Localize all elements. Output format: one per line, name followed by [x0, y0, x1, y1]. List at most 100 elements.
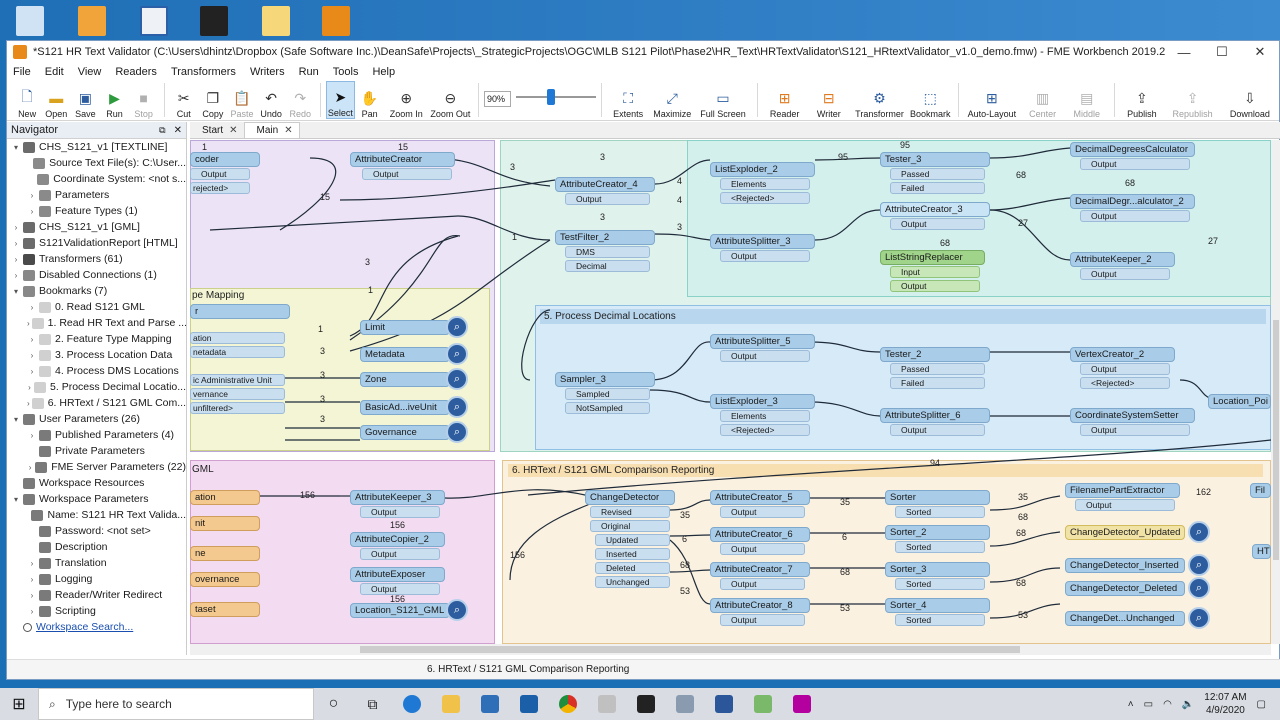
chevron-right-icon[interactable]: ›	[30, 206, 34, 216]
chevron-right-icon[interactable]: ›	[30, 350, 34, 360]
zoom-in-button[interactable]: ⊕Zoom In	[385, 81, 428, 120]
output-port[interactable]: Output	[362, 168, 452, 180]
navigator-item[interactable]: Workspace Resources	[7, 475, 186, 491]
word-icon[interactable]	[704, 688, 743, 720]
sorted-port[interactable]: Sorted	[895, 506, 985, 518]
tab-start[interactable]: Start✕	[190, 122, 244, 138]
chevron-right-icon[interactable]: ›	[27, 398, 30, 408]
workspace-canvas[interactable]: pe Mapping 5. Process Decimal Locations …	[190, 140, 1271, 644]
not-sampled-port[interactable]: NotSampled	[565, 402, 650, 414]
undock-icon[interactable]: ⧉	[159, 124, 166, 135]
horizontal-scrollbar[interactable]	[190, 644, 1271, 655]
chevron-right-icon[interactable]: ›	[14, 254, 18, 264]
extents-button[interactable]: ⛶Extents	[607, 81, 650, 120]
volume-icon[interactable]: 🔈	[1181, 698, 1195, 710]
chevron-down-icon[interactable]: ▾	[13, 414, 18, 424]
transformer-node[interactable]: ListExploder_2	[710, 162, 815, 177]
transformer-node[interactable]: Metadata	[360, 347, 450, 362]
transformer-node[interactable]: AttributeCreator	[350, 152, 455, 167]
chevron-right-icon[interactable]: ›	[27, 318, 30, 328]
output-port[interactable]: Output	[1080, 158, 1190, 170]
close-icon[interactable]: ✕	[229, 124, 238, 136]
menu-file[interactable]: File	[13, 66, 31, 78]
transformer-node[interactable]: ChangeDet...Unchanged	[1065, 611, 1185, 626]
transformer-node[interactable]: HT	[1252, 544, 1271, 559]
dms-port[interactable]: DMS	[565, 246, 650, 258]
sorted-port[interactable]: Sorted	[895, 614, 985, 626]
reader-node[interactable]: overnance	[190, 572, 260, 587]
notepad-icon[interactable]	[743, 688, 782, 720]
navigator-item[interactable]: ›Reader/Writer Redirect	[7, 587, 186, 603]
transformer-node[interactable]: AttributeCreator_8	[710, 598, 810, 613]
tab-main[interactable]: Main✕	[243, 122, 300, 138]
chevron-right-icon[interactable]: ›	[28, 462, 32, 472]
navigator-item[interactable]: Workspace Search...	[7, 619, 186, 635]
minimize-button[interactable]: —	[1177, 44, 1191, 60]
chevron-right-icon[interactable]: ›	[30, 366, 34, 376]
elements-port[interactable]: Elements	[720, 410, 810, 422]
port[interactable]: netadata	[190, 346, 285, 358]
output-port[interactable]: Output	[1080, 363, 1170, 375]
run-button[interactable]: ▶Run	[100, 81, 128, 120]
output-port[interactable]: Output	[1075, 499, 1175, 511]
inspector-icon[interactable]: ⌕	[1188, 577, 1210, 599]
chevron-right-icon[interactable]: ›	[30, 334, 34, 344]
reader-node[interactable]: taset	[190, 602, 260, 617]
vertical-scrollbar[interactable]	[1271, 140, 1280, 644]
navigator-item[interactable]: ›Logging	[7, 571, 186, 587]
inspector-icon[interactable]: ⌕	[1188, 521, 1210, 543]
unchanged-port[interactable]: Unchanged	[595, 576, 670, 588]
output-port[interactable]: Output	[720, 543, 805, 555]
maximize-canvas-button[interactable]: ⤢Maximize	[651, 81, 694, 120]
chevron-down-icon[interactable]: ▾	[13, 494, 18, 504]
clock[interactable]: 12:07 AM 4/9/2020	[1204, 691, 1246, 717]
zoom-slider[interactable]	[511, 89, 596, 105]
chevron-right-icon[interactable]: ›	[14, 222, 18, 232]
navigator-item[interactable]: ›Scripting	[7, 603, 186, 619]
stop-button[interactable]: ■Stop	[130, 81, 158, 119]
close-icon[interactable]: ✕	[284, 125, 293, 136]
output-port[interactable]: Output	[1080, 268, 1170, 280]
transformer-node[interactable]: FilenamePartExtractor	[1065, 483, 1180, 498]
output-port[interactable]: Output	[890, 424, 985, 436]
port[interactable]: ation	[190, 332, 285, 344]
copy-button[interactable]: ❐Copy	[199, 81, 227, 120]
rejected-port[interactable]: <Rejected>	[720, 192, 810, 204]
auto-layout-button[interactable]: ⊞Auto-Layout	[964, 81, 1020, 120]
photos-icon[interactable]	[626, 688, 665, 720]
transformer-node[interactable]: AttributeKeeper_2	[1070, 252, 1175, 267]
passed-port[interactable]: Passed	[890, 363, 985, 375]
chevron-right-icon[interactable]: ›	[30, 590, 34, 600]
updated-port[interactable]: Updated	[595, 534, 670, 546]
output-port[interactable]: Output	[360, 548, 440, 560]
navigator-item[interactable]: Name: S121 HR Text Valida...	[7, 507, 186, 523]
desktop-fme-icon[interactable]	[322, 6, 350, 36]
menu-view[interactable]: View	[77, 66, 102, 78]
rejected-port[interactable]: <Rejected>	[720, 424, 810, 436]
output-port[interactable]: Output	[1080, 424, 1190, 436]
navigator-item[interactable]: ›3. Process Location Data	[7, 347, 186, 363]
deleted-port[interactable]: Deleted	[595, 562, 670, 574]
rejected-port[interactable]: <Rejected>	[1080, 377, 1170, 389]
inspector-icon[interactable]: ⌕	[446, 396, 468, 418]
navigator-item[interactable]: Description	[7, 539, 186, 555]
transformer-node[interactable]: TestFilter_2	[555, 230, 655, 245]
transformer-node[interactable]: Sorter_2	[885, 525, 990, 540]
transformer-node[interactable]: AttributeSplitter_6	[880, 408, 990, 423]
transformer-node[interactable]: AttributeCopier_2	[350, 532, 445, 547]
transformer-node[interactable]: ChangeDetector_Inserted	[1065, 558, 1185, 573]
sorted-port[interactable]: Sorted	[895, 578, 985, 590]
add-reader-button[interactable]: ⊞Reader	[763, 81, 806, 120]
output-port[interactable]: Output	[890, 218, 985, 230]
transformer-node[interactable]: CoordinateSystemSetter	[1070, 408, 1195, 423]
save-button[interactable]: ▣Save	[71, 81, 99, 120]
close-button[interactable]: ✕	[1254, 44, 1266, 59]
task-view-icon[interactable]: ⧉	[367, 695, 378, 712]
failed-port[interactable]: Failed	[890, 182, 985, 194]
redo-button[interactable]: ↷Redo	[286, 81, 314, 120]
transformer-node[interactable]: coder	[190, 152, 260, 167]
mail-icon[interactable]	[509, 688, 548, 720]
transformer-node[interactable]: AttributeKeeper_3	[350, 490, 445, 505]
decimal-port[interactable]: Decimal	[565, 260, 650, 272]
taskbar-search[interactable]: ⌕ Type here to search	[38, 688, 314, 720]
